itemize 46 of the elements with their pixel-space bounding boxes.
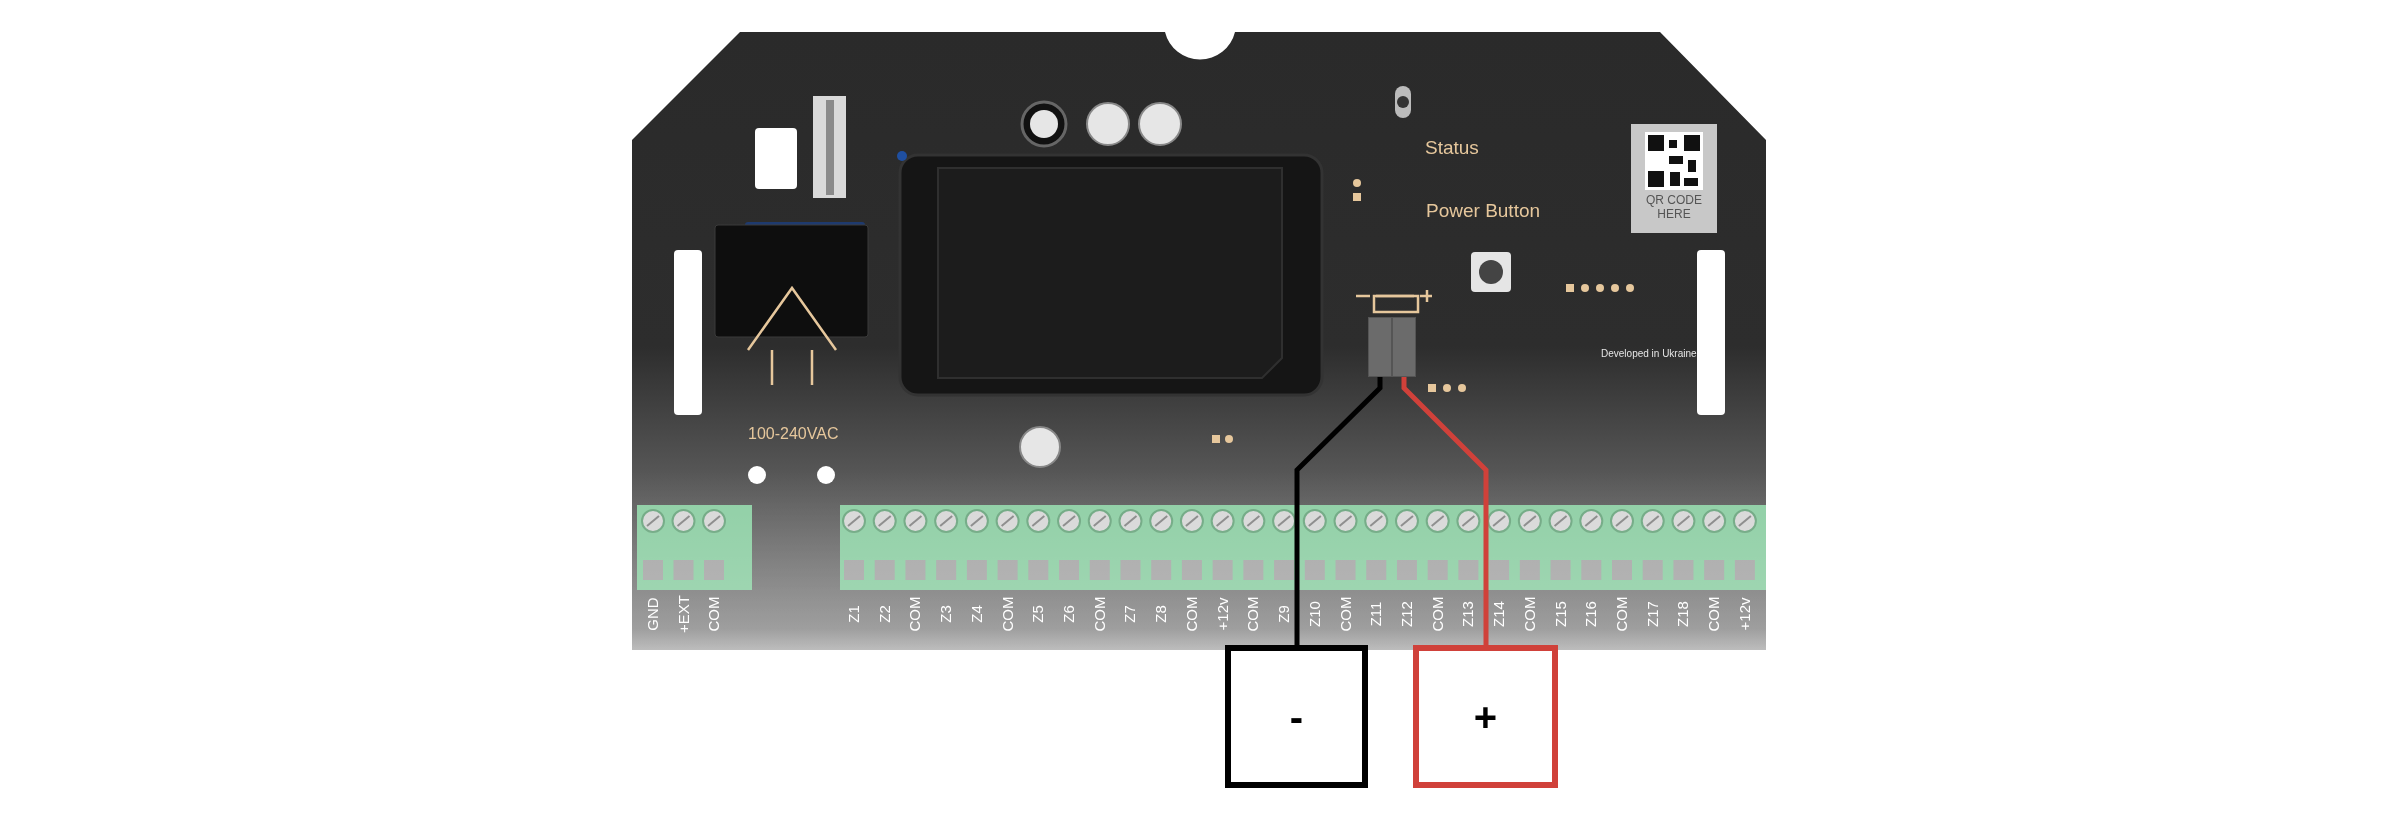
terminal-label: COM bbox=[1429, 596, 1446, 632]
terminal-label: Z11 bbox=[1368, 601, 1385, 627]
terminal-label: +12v bbox=[1214, 597, 1231, 631]
terminal-label: COM bbox=[1521, 596, 1538, 632]
terminal-label: Z7 bbox=[1122, 605, 1139, 623]
terminal-label: COM bbox=[1337, 596, 1354, 632]
terminal-label: Z2 bbox=[876, 605, 893, 623]
terminal-label: COM bbox=[999, 596, 1016, 632]
terminal-label: +EXT bbox=[675, 595, 692, 633]
terminal-label: +12v bbox=[1736, 597, 1753, 631]
terminal-label: COM bbox=[1706, 596, 1723, 632]
polarity-sign: + bbox=[1473, 693, 1498, 741]
terminal-label: Z13 bbox=[1460, 601, 1477, 627]
wire bbox=[1401, 377, 1489, 645]
terminal-label: Z10 bbox=[1306, 601, 1323, 627]
terminal-label: COM bbox=[706, 596, 722, 632]
terminal-label: Z16 bbox=[1583, 601, 1600, 627]
board-label: Power Button bbox=[1426, 199, 1541, 223]
terminal-label: COM bbox=[1091, 596, 1108, 632]
terminal-box bbox=[1225, 645, 1368, 788]
board-label: Status bbox=[1425, 136, 1479, 160]
terminal-label: Z1 bbox=[846, 605, 862, 623]
qr-code-caption: QR CODE HERE bbox=[1645, 193, 1703, 221]
terminal-label: COM bbox=[1614, 596, 1630, 632]
terminal-label: Z5 bbox=[1030, 605, 1047, 623]
terminal-label: Z9 bbox=[1276, 605, 1293, 623]
polarity-sign: - bbox=[1289, 693, 1304, 741]
terminal-label: Z4 bbox=[968, 605, 985, 623]
wire bbox=[1294, 377, 1383, 645]
terminal-label: COM bbox=[1183, 596, 1200, 632]
terminal-label: Z6 bbox=[1061, 605, 1078, 623]
terminal-label: Z17 bbox=[1644, 601, 1661, 627]
board-label: Developed in Ukraine bbox=[1601, 347, 1697, 361]
terminal-label: Z12 bbox=[1398, 601, 1415, 627]
terminal-label: COM bbox=[1245, 596, 1262, 632]
terminal-label: Z3 bbox=[938, 605, 955, 623]
terminal-label: Z14 bbox=[1491, 601, 1508, 627]
terminal-label: COM bbox=[907, 596, 924, 632]
board-label: 100-240VAC bbox=[748, 424, 839, 444]
terminal-label: GND bbox=[645, 597, 661, 631]
terminal-label: Z8 bbox=[1153, 605, 1170, 623]
terminal-label: Z18 bbox=[1675, 601, 1692, 627]
terminal-box bbox=[1413, 645, 1558, 788]
terminal-pin bbox=[1392, 317, 1416, 377]
terminal-label: Z15 bbox=[1552, 601, 1569, 627]
terminal-pin bbox=[1368, 317, 1392, 377]
